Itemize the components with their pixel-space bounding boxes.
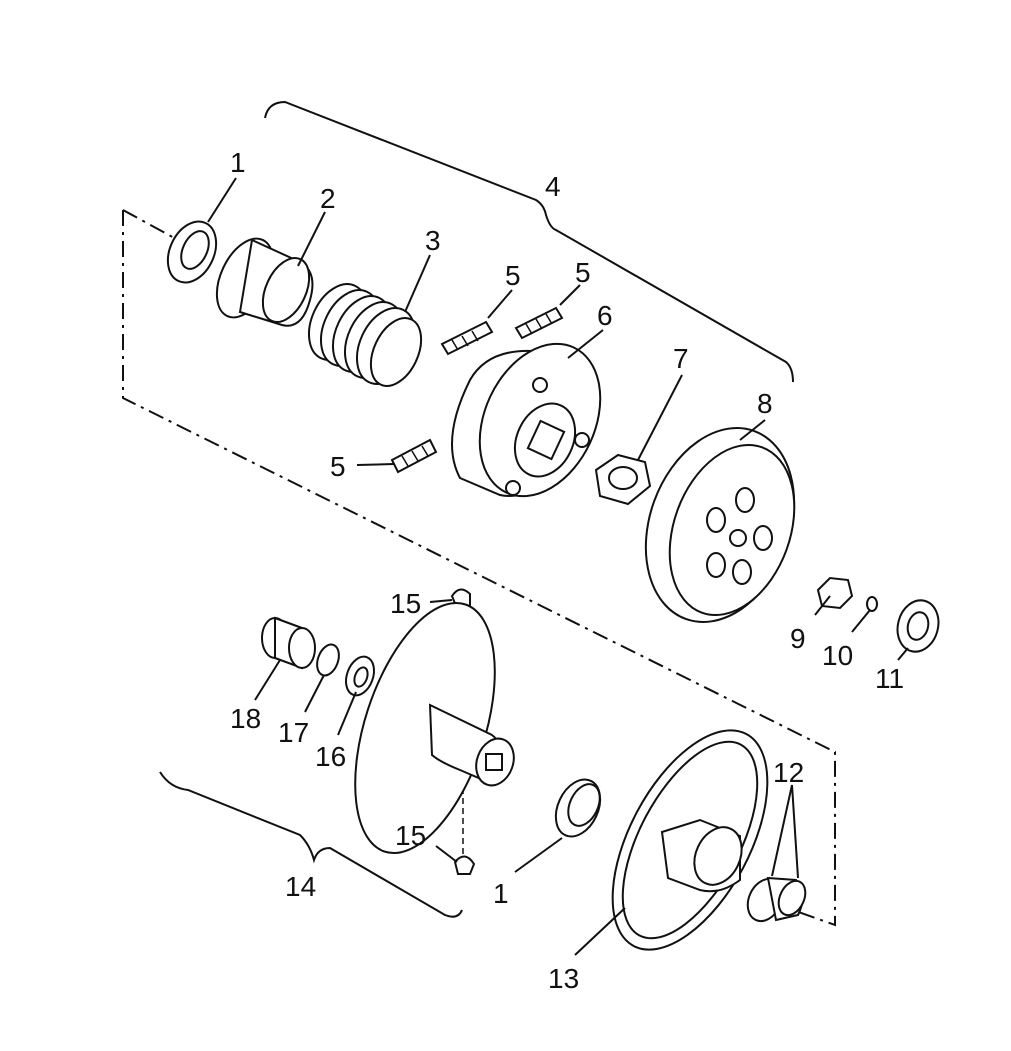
part-1-seal-lower (554, 778, 602, 838)
label-9: 9 (790, 623, 806, 654)
bracket-group-4 (264, 100, 794, 383)
part-6-clutch-shoe (451, 342, 602, 498)
part-8-clutch-bell (644, 427, 796, 623)
part-1-seal-upper (166, 220, 218, 284)
part-13-movable-face (611, 729, 769, 951)
part-10-washer (866, 596, 878, 612)
label-10: 10 (822, 640, 853, 671)
part-18-needle-bearing (261, 616, 316, 670)
bracket-group-14 (159, 771, 463, 918)
label-15-lower: 15 (395, 820, 426, 851)
part-16-seal (344, 655, 376, 697)
axis-line-upper (122, 210, 836, 927)
axis-line-top (122, 209, 179, 241)
label-5-c: 5 (330, 451, 346, 482)
label-7: 7 (673, 343, 689, 374)
label-16: 16 (315, 741, 346, 772)
label-15-upper: 15 (390, 588, 421, 619)
label-6: 6 (597, 300, 613, 331)
label-14: 14 (285, 871, 316, 902)
label-3: 3 (425, 225, 441, 256)
part-14-driven-face (354, 601, 515, 855)
label-11: 11 (875, 663, 904, 694)
part-15-bolt-lower (453, 855, 476, 875)
part-3-spring (307, 283, 423, 387)
part-11-bearing (896, 599, 940, 653)
label-5-a: 5 (505, 260, 521, 291)
part-15-bolt-upper (450, 588, 471, 607)
part-5-pin-c (390, 438, 438, 474)
label-18: 18 (230, 703, 261, 734)
label-17: 17 (278, 717, 309, 748)
part-5-pin-b (514, 306, 564, 340)
part-2-bushing (215, 237, 314, 327)
label-2: 2 (320, 183, 336, 214)
part-17-circlip (316, 643, 340, 677)
part-12-collar (746, 876, 807, 923)
label-12: 12 (773, 757, 804, 788)
label-4: 4 (545, 171, 561, 202)
label-1-upper: 1 (230, 147, 246, 178)
label-5-b: 5 (575, 257, 591, 288)
part-5-pin-a (440, 320, 494, 356)
label-1-lower: 1 (493, 878, 509, 909)
part-7-nut (594, 453, 652, 506)
label-13: 13 (548, 963, 579, 994)
label-8: 8 (757, 388, 773, 419)
